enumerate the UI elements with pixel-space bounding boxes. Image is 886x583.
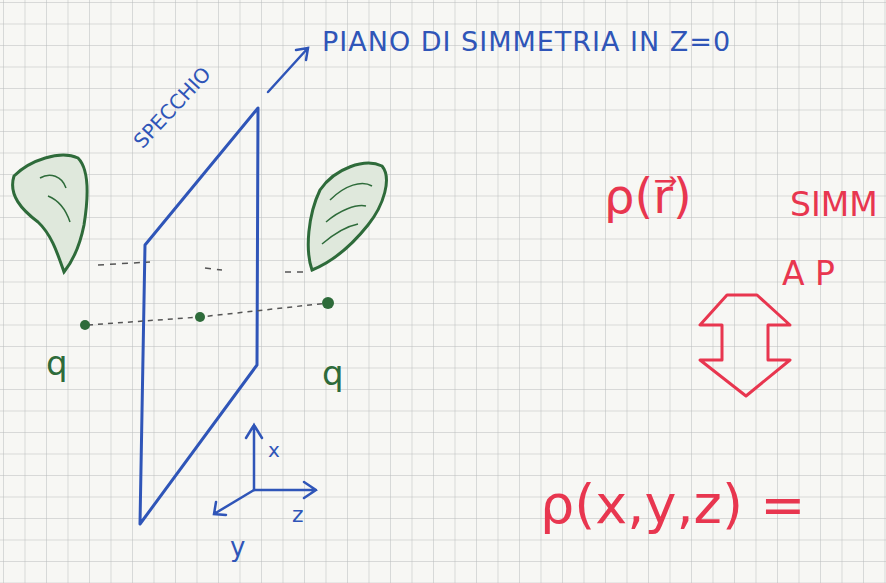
charge-blob: [13, 155, 88, 272]
charge-label: q: [322, 356, 344, 390]
charge-dot: [195, 312, 205, 322]
note-text: SIMM: [790, 188, 878, 221]
note-text: A P: [782, 257, 835, 290]
axis-label: z: [292, 504, 304, 526]
charge-dot: [322, 297, 334, 309]
equivalence-arrow: [700, 295, 790, 396]
axis-label: x: [268, 440, 280, 460]
mirror-plane: [140, 108, 258, 524]
blob-shading: [40, 175, 70, 222]
charge-label: q: [46, 346, 68, 380]
z-axis: [254, 482, 316, 498]
y-axis: [214, 490, 254, 515]
plane-title: PIANO DI SIMMETRIA IN Z=0: [322, 28, 731, 55]
axis-label: y: [230, 534, 245, 560]
pointer-arrow: [268, 48, 308, 92]
charge-dot: [80, 320, 90, 330]
dashed-line: [98, 262, 305, 272]
density-formula: ρ(r⃗): [604, 172, 692, 220]
charge-blob: [308, 163, 386, 270]
blob-shading: [322, 184, 372, 244]
x-axis: [246, 425, 262, 490]
dashed-line: [88, 303, 328, 325]
density-formula: ρ(x,y,z) =: [540, 478, 805, 532]
